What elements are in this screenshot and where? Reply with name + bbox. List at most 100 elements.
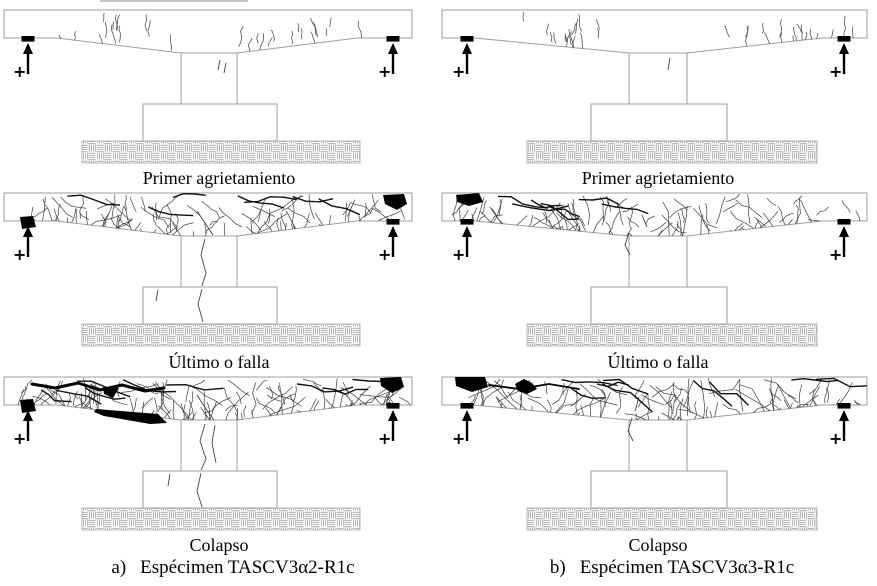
caption-prefix: b)	[549, 557, 566, 578]
crack	[196, 394, 215, 421]
cap-beam-outline	[3, 376, 413, 421]
footing-outline	[142, 103, 278, 142]
soil-hatch	[81, 507, 361, 531]
footing-outline	[590, 286, 728, 325]
arrowhead-icon	[462, 410, 472, 421]
caption-text: Espécimen TASCV3α3-R1c	[579, 557, 795, 578]
crack	[217, 59, 221, 71]
specimen-drawing: ++	[441, 9, 868, 164]
spall-region	[380, 377, 404, 393]
spall-region	[456, 193, 483, 206]
support-pad	[21, 36, 35, 42]
specimen-drawing: ++	[3, 0, 413, 164]
arrowhead-icon	[839, 226, 849, 237]
heavy-cracks-group	[561, 377, 867, 413]
load-arrow: +	[829, 403, 851, 448]
arrowhead-icon	[23, 410, 33, 421]
stage-label: Primer agrietamiento	[581, 168, 735, 188]
heavy-crack	[30, 381, 166, 393]
crack	[223, 62, 227, 74]
support-pad	[386, 219, 400, 225]
panel-caption: a) Espécimen TASCV3α2-R1c	[14, 556, 452, 580]
crack	[641, 214, 648, 228]
plus-sign: +	[378, 429, 391, 448]
panel-caption: b) Espécimen TASCV3α3-R1c	[453, 556, 877, 580]
plus-sign: +	[378, 245, 391, 264]
load-arrow: +	[13, 36, 35, 81]
cap-beam-outline	[3, 9, 413, 54]
crack	[211, 424, 217, 464]
stage-label: Último o falla	[168, 352, 270, 372]
load-arrow: +	[452, 403, 474, 448]
crack	[155, 289, 159, 302]
arrowhead-icon	[462, 226, 472, 237]
arrowhead-icon	[388, 43, 398, 54]
crack	[199, 423, 207, 471]
crack	[624, 232, 631, 256]
crack	[197, 288, 204, 323]
load-arrow: +	[378, 36, 400, 81]
soil-hatch	[81, 323, 361, 347]
specimen-drawing: ++	[441, 376, 868, 531]
load-arrow: +	[452, 36, 474, 81]
plus-sign: +	[452, 245, 465, 264]
plus-sign: +	[378, 62, 391, 81]
plus-sign: +	[13, 429, 26, 448]
support-pad	[837, 36, 851, 42]
support-pad	[460, 219, 474, 225]
spall-region	[94, 409, 167, 424]
plus-sign: +	[452, 62, 465, 81]
plus-sign: +	[829, 245, 842, 264]
arrowhead-icon	[388, 410, 398, 421]
support-pad	[837, 403, 851, 409]
arrowhead-icon	[388, 226, 398, 237]
load-arrow: +	[452, 219, 474, 264]
caption-text: Espécimen TASCV3α2-R1c	[140, 557, 355, 578]
crack	[634, 396, 640, 412]
support-pad	[386, 403, 400, 409]
spall-region	[515, 379, 537, 394]
load-arrow: +	[829, 219, 851, 264]
load-arrow: +	[378, 403, 400, 448]
arrowhead-icon	[839, 410, 849, 421]
load-arrow: +	[378, 219, 400, 264]
stage-label: Colapso	[628, 535, 688, 555]
footing-outline	[590, 470, 728, 509]
plus-sign: +	[829, 429, 842, 448]
plus-sign: +	[13, 62, 26, 81]
footing-outline	[142, 286, 278, 325]
spall-region	[20, 216, 36, 229]
heavy-cracks-group	[67, 193, 361, 217]
cap-beam-outline	[441, 9, 868, 54]
plus-sign: +	[452, 429, 465, 448]
support-pad	[386, 36, 400, 42]
support-pad	[460, 36, 474, 42]
arrowhead-icon	[23, 226, 33, 237]
specimen-drawing: ++	[3, 192, 413, 347]
spall-region	[103, 387, 119, 398]
plus-sign: +	[829, 62, 842, 81]
soil-hatch	[526, 323, 818, 347]
soil-hatch	[526, 507, 818, 531]
support-pad	[837, 219, 851, 225]
support-pad	[460, 403, 474, 409]
crack	[627, 417, 634, 442]
crack	[167, 473, 171, 487]
soil-hatch	[526, 140, 818, 164]
spall-region	[455, 377, 488, 392]
heavy-cracks-group	[498, 195, 649, 221]
footing-outline	[590, 103, 728, 142]
specimen-drawing: ++	[3, 376, 413, 531]
crack	[196, 210, 214, 236]
crack	[667, 57, 671, 71]
footing-outline	[142, 470, 278, 509]
crack	[200, 238, 207, 287]
plus-sign: +	[13, 245, 26, 264]
caption-prefix: a)	[111, 557, 127, 578]
specimen-drawing: ++	[441, 192, 868, 347]
stage-label: Colapso	[189, 535, 249, 555]
arrowhead-icon	[839, 43, 849, 54]
arrowhead-icon	[23, 43, 33, 54]
